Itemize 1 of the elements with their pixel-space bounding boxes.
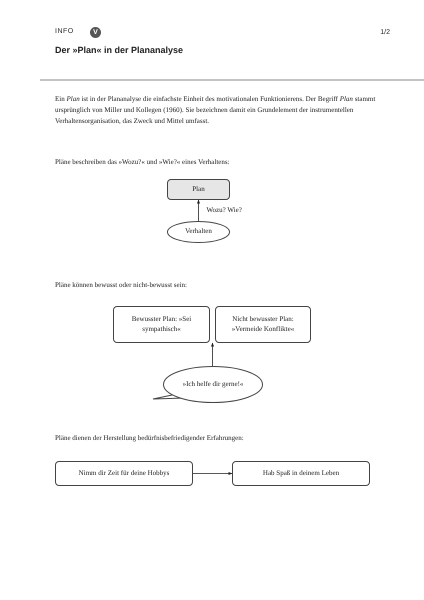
- page-title: Der »Plan« in der Plananalyse: [55, 45, 184, 55]
